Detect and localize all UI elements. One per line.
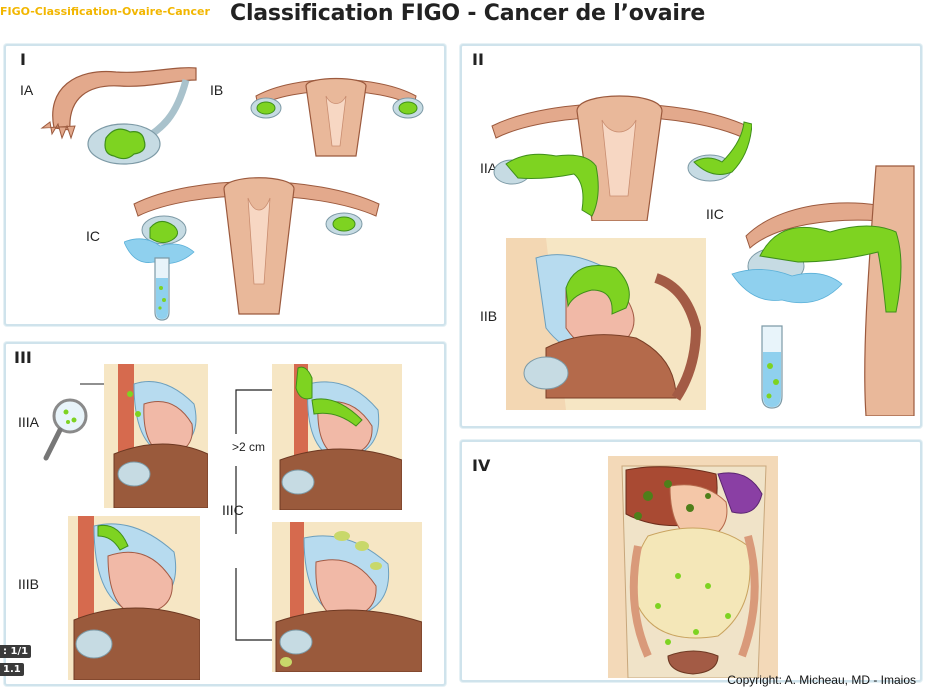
stage-ic-test-tube-icon <box>152 256 172 322</box>
stage-iiic-label: IIIC <box>222 502 244 518</box>
panel-stage-ii: II IIA IIB IIC <box>460 44 922 428</box>
stage-iic-label: IIC <box>706 206 724 222</box>
magnifier-icon <box>40 378 130 468</box>
stage-iv-illustration <box>608 456 778 678</box>
stage-iiic-nodal-illustration <box>272 364 402 510</box>
page-title: Classification FIGO - Cancer de l’ovaire <box>230 1 706 26</box>
stage-iic-illustration <box>726 156 916 416</box>
stage-iia-illustration <box>482 86 752 221</box>
copyright-text: Copyright: A. Micheau, MD - Imaios <box>727 673 916 687</box>
stage-iiia-label: IIIA <box>18 414 40 430</box>
document-tag: FIGO-Classification-Ovaire-Cancer <box>0 5 210 18</box>
stage-iiib-label: IIIB <box>18 576 40 592</box>
page-counter-badge: : 1/1 <box>0 645 32 658</box>
stage-ib-illustration <box>236 66 436 166</box>
stage-ic-illustration <box>124 174 394 324</box>
stage-iia-label: IIA <box>480 160 498 176</box>
stage-iib-illustration <box>506 238 706 410</box>
stage-ia-label: IA <box>20 82 34 98</box>
stage-ib-label: IB <box>210 82 224 98</box>
stage-iiic-bracket <box>235 389 282 641</box>
panel-stage-i: I IA IB IC <box>4 44 446 326</box>
size-threshold-label: >2 cm <box>232 440 266 454</box>
stage-iiia-illustration <box>104 364 208 508</box>
version-badge: 1.1 <box>0 663 24 676</box>
stage-i-label: I <box>20 50 26 69</box>
stage-iiic-peritoneal-illustration <box>272 522 422 672</box>
stage-iv-label: IV <box>472 456 491 475</box>
stage-ic-label: IC <box>86 228 100 244</box>
stage-iib-label: IIB <box>480 308 498 324</box>
stage-iiib-illustration <box>68 516 200 680</box>
stage-ii-label: II <box>472 50 484 69</box>
panel-stage-iii: III IIIA IIIB IIIC >2 cm <box>4 342 446 686</box>
stage-ia-illustration <box>36 58 201 168</box>
stage-iii-label: III <box>14 348 32 367</box>
panel-stage-iv: IV <box>460 440 922 682</box>
